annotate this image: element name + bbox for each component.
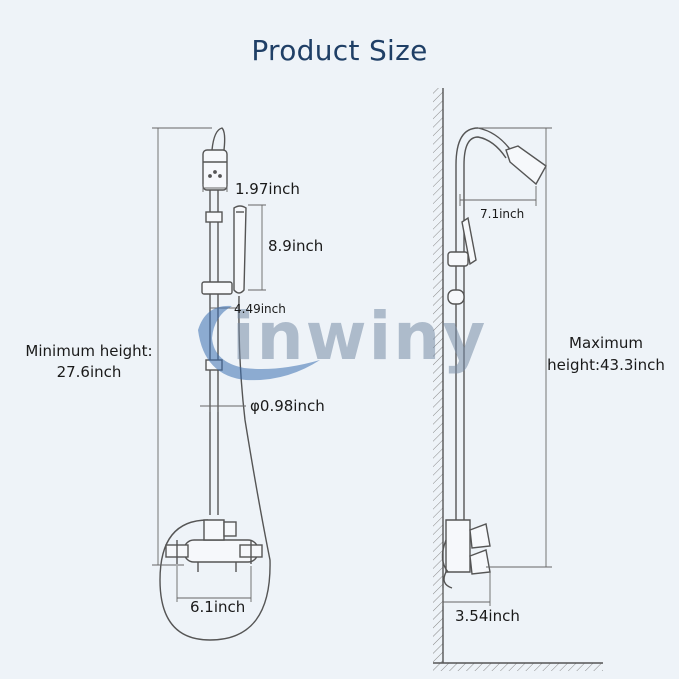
left-handle: [165, 540, 189, 564]
front-shower-head: [202, 149, 228, 191]
right-handle: [239, 540, 263, 564]
side-mixer: [445, 519, 471, 573]
handheld-length-label: 8.9inch: [268, 237, 324, 255]
side-dimensions: [442, 127, 552, 606]
wall: [433, 88, 443, 663]
side-view: [433, 88, 603, 671]
wall-offset-label: 3.54inch: [455, 607, 520, 625]
front-view: [159, 127, 271, 641]
upper-bracket: [205, 211, 223, 223]
watermark-wave-icon: [198, 305, 320, 381]
side-handheld: [461, 216, 477, 266]
side-shower-head: [505, 145, 547, 186]
min-height-label-line2: 27.6inch: [56, 363, 122, 381]
front-dimensions: [152, 127, 266, 602]
slide-holder: [201, 281, 233, 295]
arm-reach-label: 7.1inch: [480, 207, 525, 221]
top-arm: [211, 127, 226, 151]
bracket-width-label: 4.49inch: [234, 302, 286, 316]
handheld-shower: [233, 205, 247, 294]
head-diameter-label: 1.97inch: [235, 180, 300, 198]
watermark-text: inwiny: [232, 298, 488, 375]
side-arm: [455, 127, 513, 166]
min-height-label-line1: Minimum height:: [25, 342, 153, 360]
valve-spacing-label: 6.1inch: [190, 598, 246, 616]
page-title: Product Size: [251, 34, 428, 67]
max-height-label-line1: Maximum: [569, 334, 643, 352]
hose: [159, 295, 271, 641]
pipe-diameter-label: φ0.98inch: [250, 397, 325, 415]
max-height-label-line2: height:43.3inch: [547, 356, 665, 374]
floor: [433, 663, 603, 671]
